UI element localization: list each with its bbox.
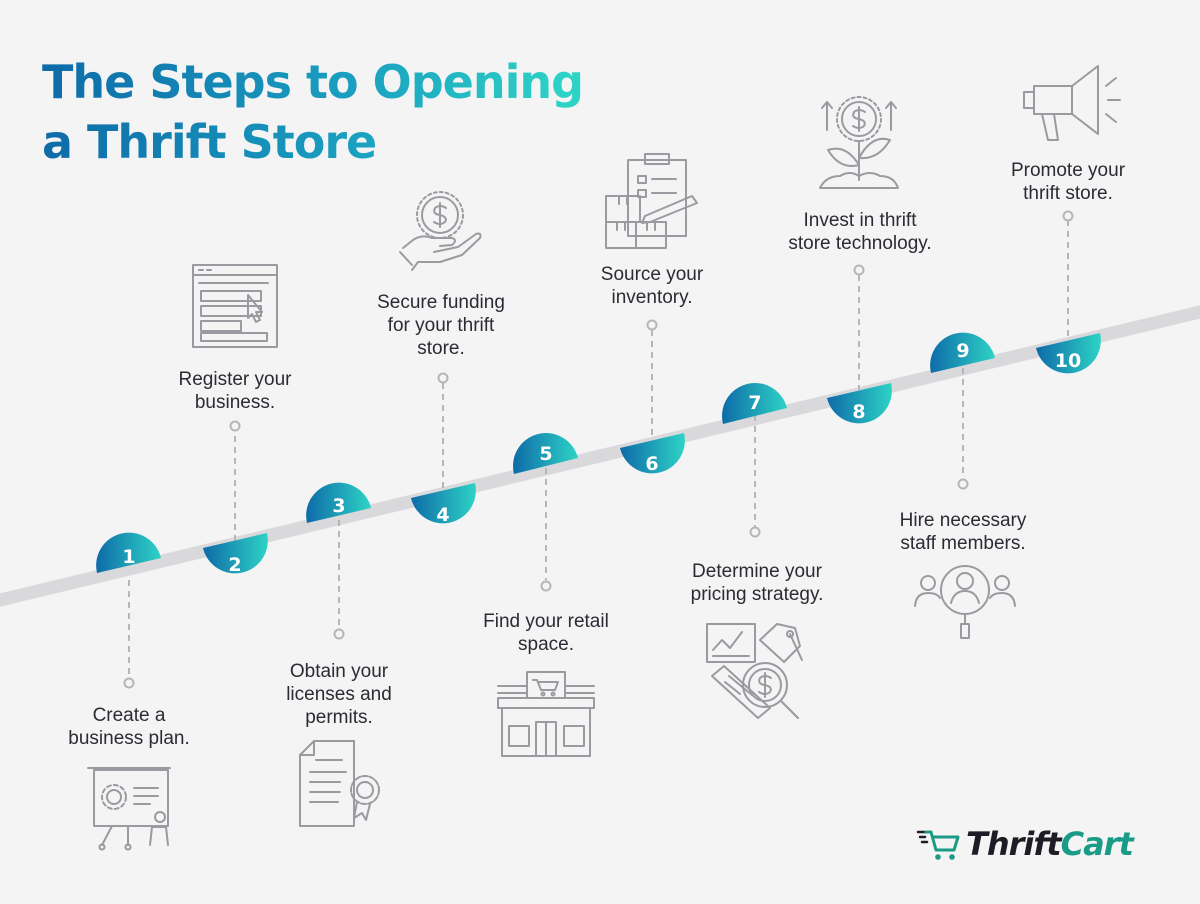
step-number-4: 4 — [436, 504, 449, 526]
presentation-board-icon — [87, 767, 171, 851]
step-node-8: 8 — [827, 383, 892, 424]
step-label-5: Find your retail space. — [483, 611, 609, 655]
storefront-cart-icon — [497, 671, 595, 757]
pricing-analysis-icon — [706, 623, 803, 719]
step-number-5: 5 — [539, 443, 552, 465]
logo-text-thrift: Thrift — [966, 825, 1062, 863]
step-label-2: Register your business. — [178, 369, 292, 413]
boxes-clipboard-icon — [605, 153, 698, 249]
step-node-2: 2 — [203, 533, 268, 576]
step-number-9: 9 — [956, 340, 969, 362]
step-number-2: 2 — [228, 554, 241, 576]
step-number-10: 10 — [1055, 350, 1081, 372]
logo-wordmark: ThriftCart — [966, 825, 1134, 863]
step-node-9: 9 — [930, 332, 995, 373]
step-label-7: Determine your pricing strategy. — [690, 561, 824, 605]
hand-dollar-coin-icon — [399, 191, 482, 271]
step-label-1: Create a business plan. — [68, 705, 190, 749]
step-node-4: 4 — [411, 483, 476, 526]
step-number-3: 3 — [332, 495, 345, 517]
megaphone-icon — [1023, 65, 1121, 141]
logo-text-cart: Cart — [1060, 825, 1134, 863]
step-label-10: Promote your thrift store. — [1010, 160, 1126, 204]
plant-dollar-growth-icon — [819, 96, 899, 189]
thriftcart-logo: ThriftCart — [916, 824, 1134, 864]
step-number-8: 8 — [852, 401, 865, 423]
shopping-cart-icon — [916, 830, 960, 860]
step-number-7: 7 — [748, 392, 761, 414]
step-node-1: 1 — [96, 532, 161, 573]
step-node-7: 7 — [722, 383, 787, 424]
people-search-icon — [914, 565, 1016, 639]
step-number-6: 6 — [645, 453, 658, 475]
step-label-9: Hire necessary staff members. — [899, 510, 1027, 554]
step-node-10: 10 — [1036, 333, 1101, 374]
step-label-8: Invest in thrift store technology. — [788, 210, 932, 254]
web-form-cursor-icon — [192, 264, 278, 348]
step-label-3: Obtain your licenses and permits. — [286, 661, 392, 728]
step-node-3: 3 — [306, 482, 371, 523]
step-number-1: 1 — [122, 546, 135, 568]
step-node-5: 5 — [513, 433, 578, 474]
certificate-document-icon — [299, 740, 380, 827]
timeline-line — [0, 305, 1200, 607]
step-label-4: Secure funding for your thrift store. — [377, 292, 505, 359]
step-label-6: Source your inventory. — [600, 264, 704, 308]
step-node-6: 6 — [620, 433, 685, 475]
